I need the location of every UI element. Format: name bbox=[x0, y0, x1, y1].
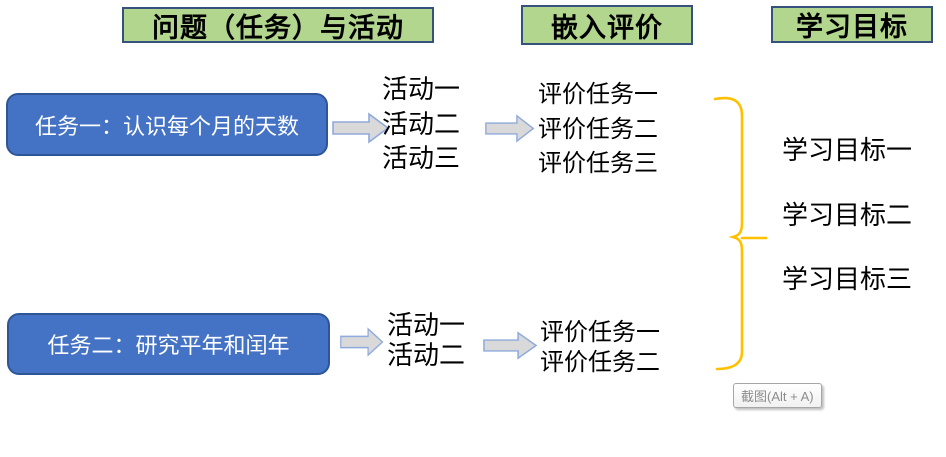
activity-item: 活动二 bbox=[382, 109, 461, 139]
evaluation-item: 评价任务二 bbox=[538, 116, 658, 143]
right-block-arrow-icon bbox=[485, 114, 535, 143]
column-header-learning-objectives: 学习目标 bbox=[771, 6, 933, 43]
evaluation-item: 评价任务二 bbox=[540, 350, 660, 376]
task-1-activities-list: 活动一 活动二 活动三 bbox=[382, 73, 460, 177]
screenshot-tooltip-button[interactable]: 截图(Alt + A) bbox=[733, 383, 822, 408]
task-2-activities-list: 活动一 活动二 bbox=[387, 311, 465, 371]
activity-item: 活动一 bbox=[387, 311, 466, 340]
activity-item: 活动二 bbox=[387, 341, 466, 370]
brace-icon bbox=[700, 88, 790, 380]
evaluation-item: 评价任务一 bbox=[538, 82, 658, 108]
evaluation-item: 评价任务一 bbox=[540, 320, 660, 346]
column-header-embedded-evaluation: 嵌入评价 bbox=[521, 5, 693, 45]
task-1-box: 任务一：认识每个月的天数 bbox=[6, 93, 328, 156]
activity-item: 活动一 bbox=[382, 75, 461, 104]
right-block-arrow-icon bbox=[340, 327, 384, 357]
task-2-box: 任务二：研究平年和闰年 bbox=[7, 313, 330, 375]
objective-item: 学习目标三 bbox=[782, 265, 913, 294]
column-header-tasks-activities: 问题（任务）与活动 bbox=[122, 7, 434, 43]
activity-item: 活动三 bbox=[382, 144, 461, 173]
task-2-evaluations-list: 评价任务一 评价任务二 bbox=[540, 318, 660, 378]
right-block-arrow-icon bbox=[332, 112, 390, 144]
objective-item: 学习目标一 bbox=[782, 136, 913, 165]
evaluation-item: 评价任务三 bbox=[538, 151, 658, 177]
task-1-evaluations-list: 评价任务一 评价任务二 评价任务三 bbox=[538, 78, 658, 182]
right-block-arrow-icon bbox=[483, 331, 538, 360]
learning-objectives-list: 学习目标一 学习目标二 学习目标三 bbox=[782, 119, 912, 313]
objective-item: 学习目标二 bbox=[782, 200, 913, 230]
